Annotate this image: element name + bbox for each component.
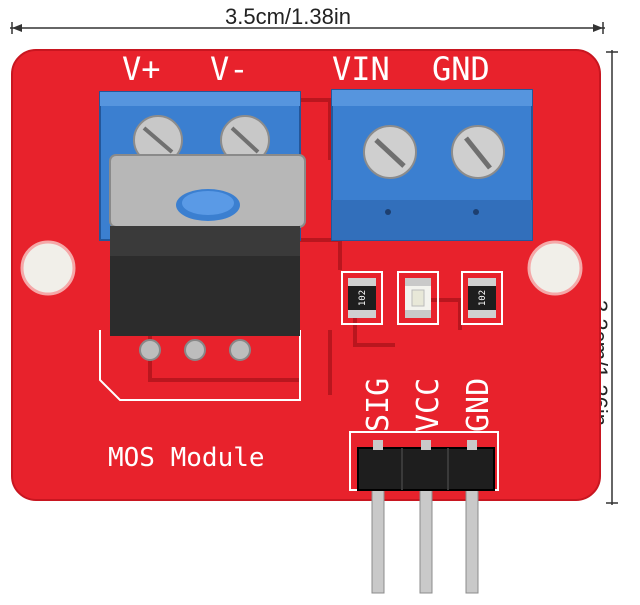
mosfet-transistor <box>109 154 306 361</box>
resistor-r2-code: 102 <box>478 290 488 306</box>
module-name-label: MOS Module <box>108 443 265 473</box>
top-labels: V+ V- VIN GND <box>122 50 490 88</box>
resistor-r1: 102 <box>348 278 376 318</box>
mounting-hole-left <box>20 240 76 296</box>
mounting-hole-right <box>527 240 583 296</box>
pin-labels: SIG VCC GND <box>361 378 496 432</box>
label-sig: SIG <box>361 378 396 432</box>
label-v-minus: V- <box>210 50 249 88</box>
terminal-block-right <box>331 89 533 241</box>
led <box>405 278 431 318</box>
width-dimension-label: 3.5cm/1.38in <box>225 4 351 29</box>
label-vcc: VCC <box>411 378 446 432</box>
resistor-r1-code: 102 <box>358 290 368 306</box>
label-vin: VIN <box>332 50 390 88</box>
label-gnd-top: GND <box>432 50 490 88</box>
pin-header <box>357 440 495 594</box>
resistor-r2: 102 <box>468 278 496 318</box>
dimension-lines <box>10 22 618 505</box>
label-v-plus: V+ <box>122 50 161 88</box>
label-gnd-pin: GND <box>461 378 496 432</box>
